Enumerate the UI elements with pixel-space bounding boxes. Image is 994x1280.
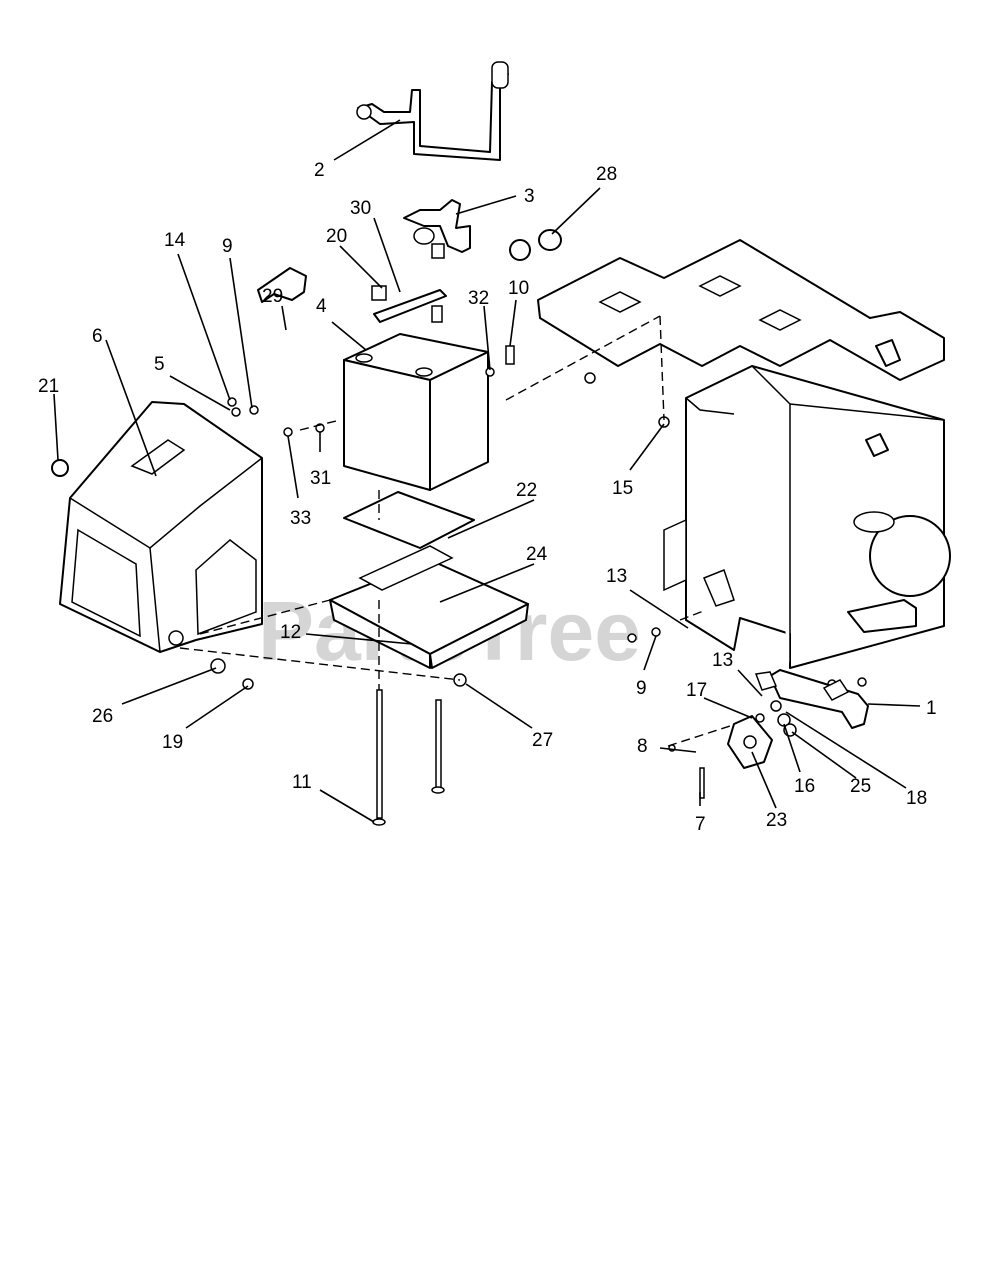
callout-31: 31 (310, 468, 331, 489)
callout-8: 8 (637, 736, 648, 757)
callout-9-right: 9 (636, 678, 647, 699)
leader-lines (53, 119, 921, 823)
callout-28: 28 (596, 164, 617, 185)
callout-32: 32 (468, 288, 489, 309)
callout-14: 14 (164, 230, 186, 251)
brake-hardware (659, 700, 797, 799)
callout-9-left: 9 (222, 236, 233, 257)
callout-27: 27 (532, 730, 553, 751)
callout-3: 3 (524, 186, 535, 207)
part-3-clamp (403, 199, 471, 259)
callout-26: 26 (92, 706, 113, 727)
callout-20: 20 (326, 226, 347, 247)
callout-22: 22 (516, 480, 537, 501)
callout-15: 15 (612, 478, 633, 499)
callout-4: 4 (316, 296, 327, 317)
part-2-control-rod (356, 61, 509, 161)
callout-21: 21 (38, 376, 59, 397)
alignment-lines (179, 315, 731, 747)
part-23-bracket (727, 715, 773, 769)
callout-13-lower: 13 (712, 650, 733, 671)
callout-11: 11 (292, 772, 312, 793)
callout-33: 33 (290, 508, 311, 529)
callout-12: 12 (280, 622, 301, 643)
callout-30: 30 (350, 198, 371, 219)
callout-7: 7 (695, 814, 706, 835)
callout-24: 24 (526, 544, 548, 565)
small-hardware (51, 345, 867, 752)
part-22-pad (343, 491, 475, 549)
callout-17: 17 (686, 680, 707, 701)
part-11-bolts (372, 689, 445, 826)
part-30-holddown-bar (371, 285, 447, 323)
callout-19: 19 (162, 732, 183, 753)
callout-13-upper: 13 (606, 566, 627, 587)
callout-16: 16 (794, 776, 815, 797)
callout-5: 5 (154, 354, 165, 375)
callout-25: 25 (850, 776, 871, 797)
callout-labels: 1 2 3 4 5 6 7 8 9 9 10 11 12 13 13 14 15… (38, 160, 937, 835)
part-1-brake-rod (754, 669, 869, 729)
callout-10: 10 (508, 278, 529, 299)
part-4-battery (343, 333, 489, 491)
callout-2: 2 (314, 160, 325, 181)
chassis-frame (663, 339, 951, 669)
part-6-hood (59, 401, 263, 653)
part-28-clips (509, 229, 562, 261)
part-24-tray (329, 545, 529, 669)
callout-1: 1 (926, 698, 937, 719)
callout-29: 29 (262, 286, 283, 307)
callout-6: 6 (92, 326, 103, 347)
callout-23: 23 (766, 810, 787, 831)
chassis-top-plate (537, 239, 945, 381)
callout-18: 18 (906, 788, 927, 809)
